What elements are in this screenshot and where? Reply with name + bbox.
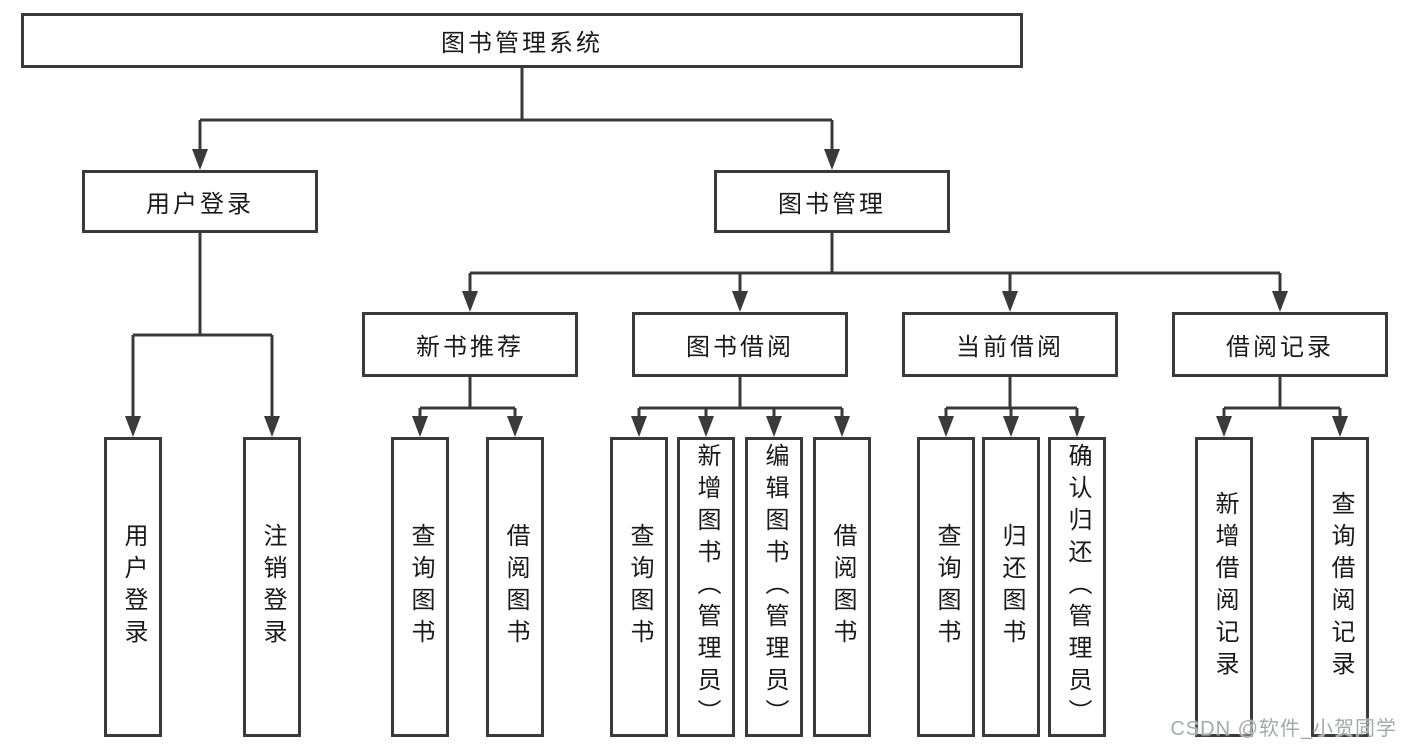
arrowhead bbox=[824, 149, 840, 170]
node-add-borrow-record: 新增借阅记录 bbox=[1195, 437, 1253, 737]
node-add-books-admin: 新增图书（管理员） bbox=[677, 437, 735, 737]
arrowhead bbox=[1332, 416, 1348, 437]
arrowhead bbox=[834, 416, 850, 437]
node-borrow-books-borrow: 借阅图书 bbox=[813, 437, 871, 737]
node-user-login-module: 用户登录 bbox=[82, 170, 318, 233]
node-query-books-borrow-label: 查询图书 bbox=[626, 523, 653, 651]
connector-book-borrow-to-leaves bbox=[631, 377, 850, 437]
node-logout-label: 注销登录 bbox=[259, 523, 286, 651]
arrowhead bbox=[938, 416, 954, 437]
node-new-book-recommend: 新书推荐 bbox=[362, 312, 578, 377]
node-borrow-books-borrow-label: 借阅图书 bbox=[829, 523, 856, 651]
arrowhead bbox=[631, 416, 647, 437]
node-borrow-books-recommend-label: 借阅图书 bbox=[502, 523, 529, 651]
node-edit-books-admin: 编辑图书（管理员） bbox=[745, 437, 803, 737]
node-return-books-label: 归还图书 bbox=[998, 523, 1025, 651]
arrowhead bbox=[412, 416, 428, 437]
node-query-borrow-record-label: 查询借阅记录 bbox=[1327, 491, 1354, 683]
arrowhead bbox=[125, 416, 141, 437]
arrowhead bbox=[192, 149, 208, 170]
node-query-books-borrow: 查询图书 bbox=[610, 437, 668, 737]
node-user-login-module-label: 用户登录 bbox=[146, 191, 254, 218]
node-current-borrow: 当前借阅 bbox=[902, 312, 1118, 377]
node-confirm-return-admin-label: 确认归还（管理员） bbox=[1064, 443, 1091, 731]
connector-current-borrow-to-leaves bbox=[938, 377, 1085, 437]
node-book-borrow: 图书借阅 bbox=[632, 312, 848, 377]
arrowhead bbox=[462, 291, 478, 312]
node-current-borrow-label: 当前借阅 bbox=[956, 334, 1064, 361]
node-book-borrow-label: 图书借阅 bbox=[686, 334, 794, 361]
connector-book-management-to-submodules bbox=[462, 233, 1288, 312]
node-query-borrow-record: 查询借阅记录 bbox=[1311, 437, 1369, 737]
node-query-books-recommend: 查询图书 bbox=[391, 437, 449, 737]
connector-root-to-modules bbox=[192, 68, 840, 170]
node-add-books-admin-label: 新增图书（管理员） bbox=[693, 443, 720, 731]
arrowhead bbox=[732, 291, 748, 312]
node-query-books-current-label: 查询图书 bbox=[933, 523, 960, 651]
node-library-system-label: 图书管理系统 bbox=[441, 30, 603, 57]
node-query-books-recommend-label: 查询图书 bbox=[407, 523, 434, 651]
node-book-management-module: 图书管理 bbox=[714, 170, 950, 233]
connector-borrow-records-to-leaves bbox=[1216, 377, 1348, 437]
arrowhead bbox=[1272, 291, 1288, 312]
arrowhead bbox=[507, 416, 523, 437]
arrowhead bbox=[1003, 416, 1019, 437]
node-borrow-records-label: 借阅记录 bbox=[1226, 334, 1334, 361]
node-add-borrow-record-label: 新增借阅记录 bbox=[1211, 491, 1238, 683]
node-user-login-label: 用户登录 bbox=[120, 523, 147, 651]
csdn-watermark: CSDN @软件_小贺同学 bbox=[1170, 718, 1397, 740]
node-query-books-current: 查询图书 bbox=[917, 437, 975, 737]
node-confirm-return-admin: 确认归还（管理员） bbox=[1048, 437, 1106, 737]
arrowhead bbox=[1069, 416, 1085, 437]
arrowhead bbox=[766, 416, 782, 437]
arrowhead bbox=[1002, 291, 1018, 312]
node-borrow-records: 借阅记录 bbox=[1172, 312, 1388, 377]
arrowhead bbox=[698, 416, 714, 437]
node-edit-books-admin-label: 编辑图书（管理员） bbox=[761, 443, 788, 731]
node-user-login: 用户登录 bbox=[104, 437, 162, 737]
node-library-system: 图书管理系统 bbox=[21, 13, 1023, 68]
node-return-books: 归还图书 bbox=[982, 437, 1040, 737]
node-logout: 注销登录 bbox=[243, 437, 301, 737]
connector-user-login-to-leaves bbox=[125, 233, 280, 437]
node-borrow-books-recommend: 借阅图书 bbox=[486, 437, 544, 737]
arrowhead bbox=[264, 416, 280, 437]
arrowhead bbox=[1216, 416, 1232, 437]
node-new-book-recommend-label: 新书推荐 bbox=[416, 334, 524, 361]
node-book-management-module-label: 图书管理 bbox=[778, 191, 886, 218]
connector-new-book-recommend-to-leaves bbox=[412, 377, 523, 437]
